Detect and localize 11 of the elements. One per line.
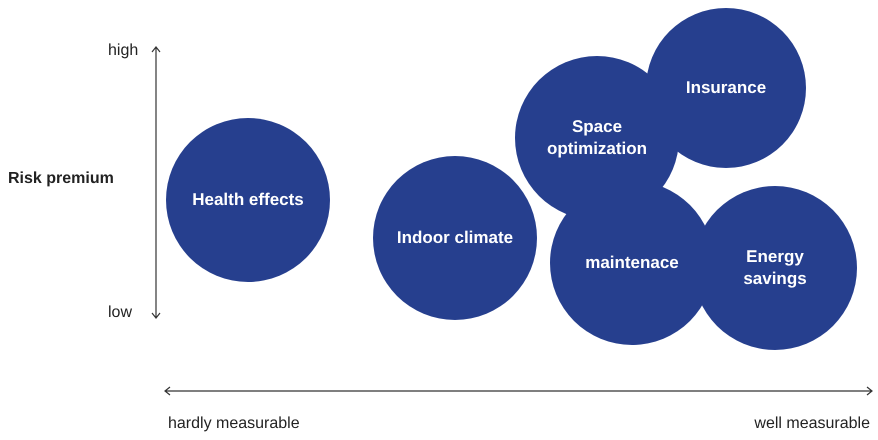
bubble-label: maintenace [585,252,679,274]
bubble-label: Health effects [192,189,304,211]
bubble-label: Space optimization [546,116,648,160]
axis-label: low [108,304,132,322]
bubble-label: Indoor climate [396,227,514,249]
axis-label: hardly measurable [168,415,300,433]
bubble-label: Insurance [686,77,766,99]
bubble-label: Energy savings [742,246,808,290]
axis-label: well measurable [754,415,870,433]
axis-label: high [108,42,138,60]
axis-label: Risk premium [8,170,114,188]
